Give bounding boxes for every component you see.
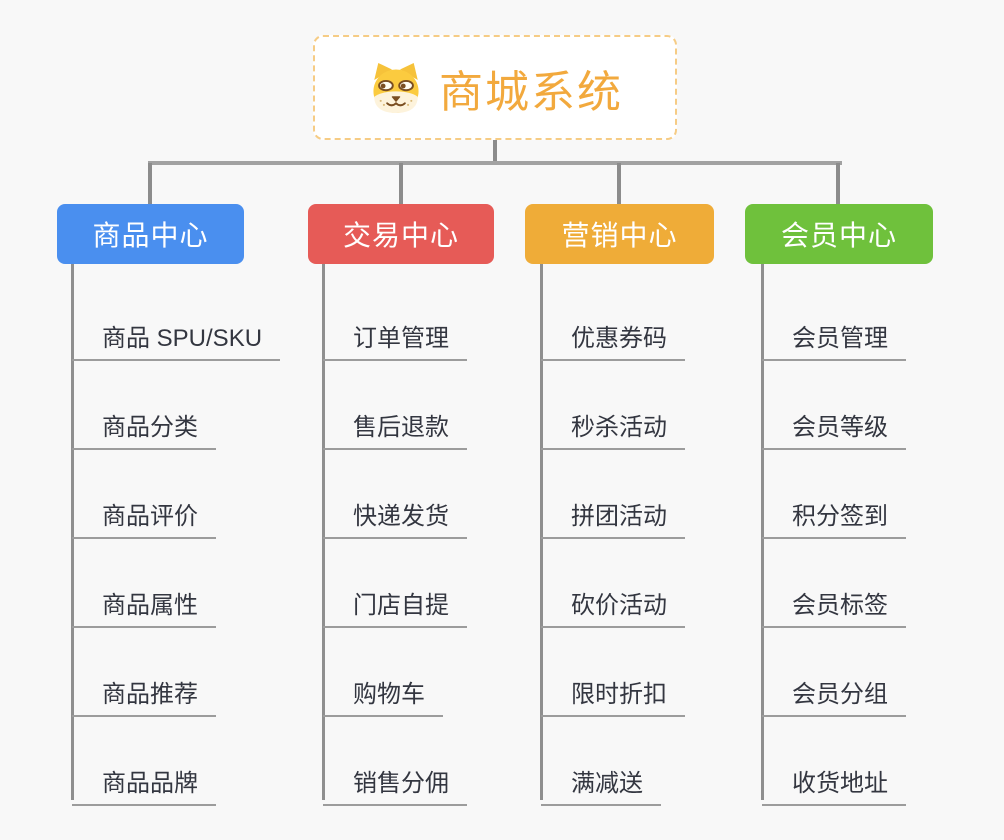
shiba-dog-icon <box>373 62 419 113</box>
child-topic[interactable]: 会员等级 <box>762 398 906 450</box>
root-title: 商城系统 <box>439 67 623 117</box>
child-topic[interactable]: 售后退款 <box>323 398 467 450</box>
branch-label: 会员中心 <box>780 220 897 251</box>
root-node[interactable]: 商城系统 <box>313 35 677 140</box>
connector-horizontal-bar <box>148 161 842 165</box>
child-topic[interactable]: 秒杀活动 <box>541 398 685 450</box>
connector-drop-3 <box>617 163 621 205</box>
child-topic[interactable]: 拼团活动 <box>541 487 685 539</box>
child-topic[interactable]: 商品 SPU/SKU <box>72 309 281 361</box>
child-topic[interactable]: 会员标签 <box>762 576 906 628</box>
child-topic[interactable]: 快递发货 <box>323 487 467 539</box>
connector-drop-2 <box>399 163 403 205</box>
child-topic[interactable]: 会员管理 <box>762 309 906 361</box>
child-topic[interactable]: 限时折扣 <box>541 665 685 717</box>
branch-node-marketing-center[interactable]: 营销中心 <box>525 204 714 264</box>
branch-spine-2 <box>322 264 325 800</box>
branch-node-member-center[interactable]: 会员中心 <box>745 204 933 264</box>
child-topic[interactable]: 销售分佣 <box>323 754 467 806</box>
branch-node-trade-center[interactable]: 交易中心 <box>308 204 494 264</box>
child-topic[interactable]: 满减送 <box>541 754 661 806</box>
child-topic[interactable]: 商品品牌 <box>72 754 216 806</box>
child-topic[interactable]: 门店自提 <box>323 576 467 628</box>
child-topic[interactable]: 商品分类 <box>72 398 216 450</box>
branch-spine-4 <box>761 264 764 800</box>
child-topic[interactable]: 商品推荐 <box>72 665 216 717</box>
branch-label: 营销中心 <box>561 220 678 251</box>
branch-spine-1 <box>71 264 74 800</box>
branch-node-product-center[interactable]: 商品中心 <box>57 204 244 264</box>
child-topic[interactable]: 会员分组 <box>762 665 906 717</box>
connector-root-stub <box>493 139 497 165</box>
branch-spine-3 <box>540 264 543 800</box>
child-topic[interactable]: 商品评价 <box>72 487 216 539</box>
child-topic[interactable]: 积分签到 <box>762 487 906 539</box>
child-topic[interactable]: 优惠券码 <box>541 309 685 361</box>
child-topic[interactable]: 收货地址 <box>762 754 906 806</box>
child-topic[interactable]: 购物车 <box>323 665 443 717</box>
connector-drop-4 <box>836 163 840 205</box>
child-topic[interactable]: 砍价活动 <box>541 576 685 628</box>
connector-drop-1 <box>148 163 152 205</box>
branch-label: 商品中心 <box>92 220 209 251</box>
child-topic[interactable]: 商品属性 <box>72 576 216 628</box>
child-topic[interactable]: 订单管理 <box>323 309 467 361</box>
branch-label: 交易中心 <box>342 220 459 251</box>
